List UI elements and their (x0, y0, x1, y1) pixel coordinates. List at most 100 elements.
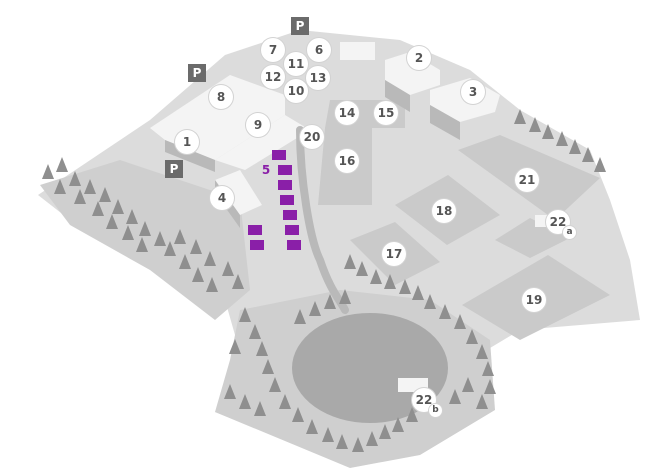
location-marker-4[interactable]: 4 (210, 186, 234, 210)
tree (379, 424, 391, 439)
location-marker-21[interactable]: 21 (515, 168, 539, 192)
location-marker-17[interactable]: 17 (382, 242, 406, 266)
tree (309, 301, 321, 316)
tree (69, 171, 81, 186)
marker-sub-label: a (563, 226, 576, 239)
location-marker-8[interactable]: 8 (209, 85, 233, 109)
tree (249, 324, 261, 339)
tree (222, 261, 234, 276)
tree (454, 314, 466, 329)
marker-label: 19 (525, 293, 543, 307)
marker-label: 7 (268, 43, 278, 57)
tree (399, 279, 411, 294)
tree (294, 309, 306, 324)
marker-label: 14 (338, 106, 356, 120)
location-marker-2[interactable]: 2 (407, 46, 431, 70)
tree (336, 434, 348, 449)
location-marker-1[interactable]: 1 (175, 130, 199, 154)
tree (279, 394, 291, 409)
tree-group (42, 109, 606, 452)
tree (99, 187, 111, 202)
marker-label: 17 (385, 247, 403, 261)
marker-label: 15 (377, 106, 395, 120)
marker-label: 12 (264, 70, 282, 84)
marker-label: 20 (303, 130, 321, 144)
tree (106, 214, 118, 229)
location-marker-13[interactable]: 13 (306, 66, 330, 90)
marker-sub-label: b (429, 404, 442, 417)
tree (529, 117, 541, 132)
marker-label: 3 (468, 85, 478, 99)
location-marker-11[interactable]: 11 (284, 52, 308, 76)
tree (136, 237, 148, 252)
marker-label: 22 (549, 215, 567, 229)
tree (190, 239, 202, 254)
marker-label: 6 (314, 43, 324, 57)
parking-icon[interactable]: P (165, 160, 183, 178)
location-marker-5[interactable]: 5 (254, 158, 278, 182)
tree (164, 241, 176, 256)
location-marker-14[interactable]: 14 (335, 101, 359, 125)
tree (139, 221, 151, 236)
tree (594, 157, 606, 172)
tree (352, 437, 364, 452)
building-4 (215, 170, 262, 215)
marker-label: 11 (287, 57, 305, 71)
location-marker-9[interactable]: 9 (246, 113, 270, 137)
building-2-side (385, 80, 410, 112)
marker-label: 18 (435, 204, 453, 218)
marker-label: 8 (216, 90, 226, 104)
tree (356, 261, 368, 276)
location-marker-19[interactable]: 19 (522, 288, 546, 312)
highlight-buildings-5 (248, 150, 301, 250)
tree (306, 419, 318, 434)
tree (154, 231, 166, 246)
tree (514, 109, 526, 124)
parking-icon[interactable]: P (291, 17, 309, 35)
tree (344, 254, 356, 269)
tree (542, 124, 554, 139)
tree (476, 344, 488, 359)
tree (174, 229, 186, 244)
tree (384, 274, 396, 289)
location-marker-7[interactable]: 7 (261, 38, 285, 62)
tree (54, 179, 66, 194)
tree (254, 401, 266, 416)
marker-label: 1 (182, 135, 192, 149)
marker-label: 9 (253, 118, 263, 132)
field-22a (495, 218, 570, 258)
tree (126, 209, 138, 224)
location-marker-18[interactable]: 18 (432, 199, 456, 223)
tree (224, 384, 236, 399)
lake (292, 313, 448, 423)
location-marker-15[interactable]: 15 (374, 101, 398, 125)
marker-label: 13 (309, 71, 327, 85)
tree (84, 179, 96, 194)
tree (269, 377, 281, 392)
tree (232, 274, 244, 289)
location-marker-12[interactable]: 12 (261, 65, 285, 89)
location-marker-3[interactable]: 3 (461, 80, 485, 104)
tree (412, 285, 424, 300)
tree (204, 251, 216, 266)
location-marker-10[interactable]: 10 (284, 79, 308, 103)
tree (482, 361, 494, 376)
tree (466, 329, 478, 344)
tree (92, 201, 104, 216)
location-marker-6[interactable]: 6 (307, 38, 331, 62)
parking-icon[interactable]: P (188, 64, 206, 82)
tree (484, 379, 496, 394)
tree (370, 269, 382, 284)
marker-label: 5 (261, 163, 271, 177)
tree (262, 359, 274, 374)
location-marker-16[interactable]: 16 (335, 149, 359, 173)
tree (406, 407, 418, 422)
marker-label: 2 (414, 51, 424, 65)
tree (449, 389, 461, 404)
marker-label: 10 (287, 84, 305, 98)
path-main (296, 126, 349, 314)
location-marker-20[interactable]: 20 (300, 125, 324, 149)
